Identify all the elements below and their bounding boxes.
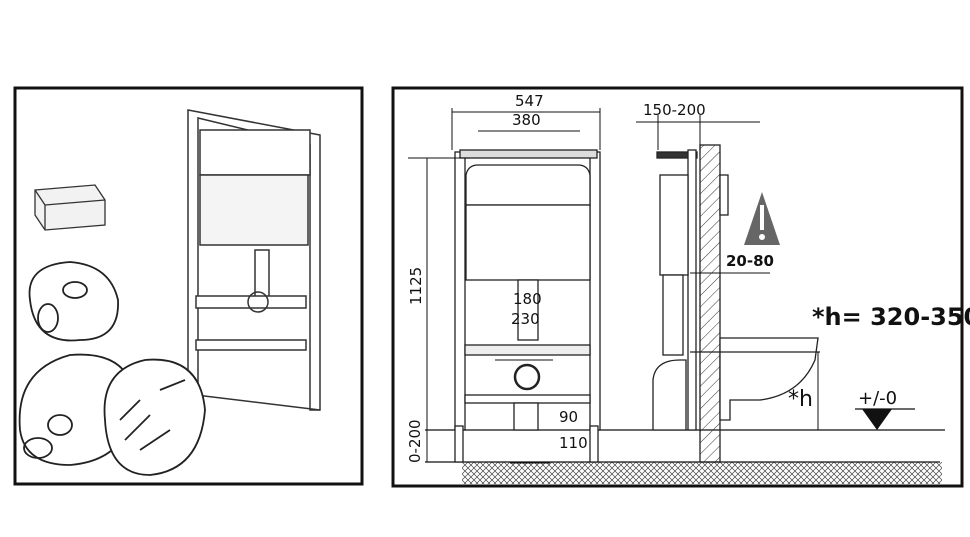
dimension-lines <box>408 108 819 464</box>
dim-0-200: 0-200 <box>406 419 424 463</box>
dim-547: 547 <box>515 92 544 110</box>
h-label: *h <box>788 387 813 412</box>
seat-height-label: *h= 320-350 <box>812 303 970 331</box>
dim-90: 90 <box>559 408 578 426</box>
frame-side-view <box>652 144 820 463</box>
dim-1125: 1125 <box>407 267 425 305</box>
dim-110: 110 <box>559 434 588 452</box>
dim-230: 230 <box>511 310 540 328</box>
dim-20-80: 20-80 <box>726 252 774 270</box>
pipe-bend-bag <box>28 261 119 342</box>
warning-triangle-icon <box>744 192 780 245</box>
frame-front-view <box>454 149 601 463</box>
wall-hatch <box>699 144 721 463</box>
floor-level-icon <box>855 408 915 430</box>
dim-150-200: 150-200 <box>643 101 706 119</box>
bolts-bag <box>103 358 206 476</box>
dim-180: 180 <box>513 290 542 308</box>
dim-380: 380 <box>512 111 541 129</box>
frame-perspective <box>187 109 321 411</box>
right-panel: 547 380 150-200 20-80 1125 180 230 90 11… <box>391 86 970 488</box>
floor-level-label: +/-0 <box>858 388 897 409</box>
flush-box <box>34 184 106 231</box>
left-panel <box>13 86 364 486</box>
ground-hatch <box>462 462 942 484</box>
